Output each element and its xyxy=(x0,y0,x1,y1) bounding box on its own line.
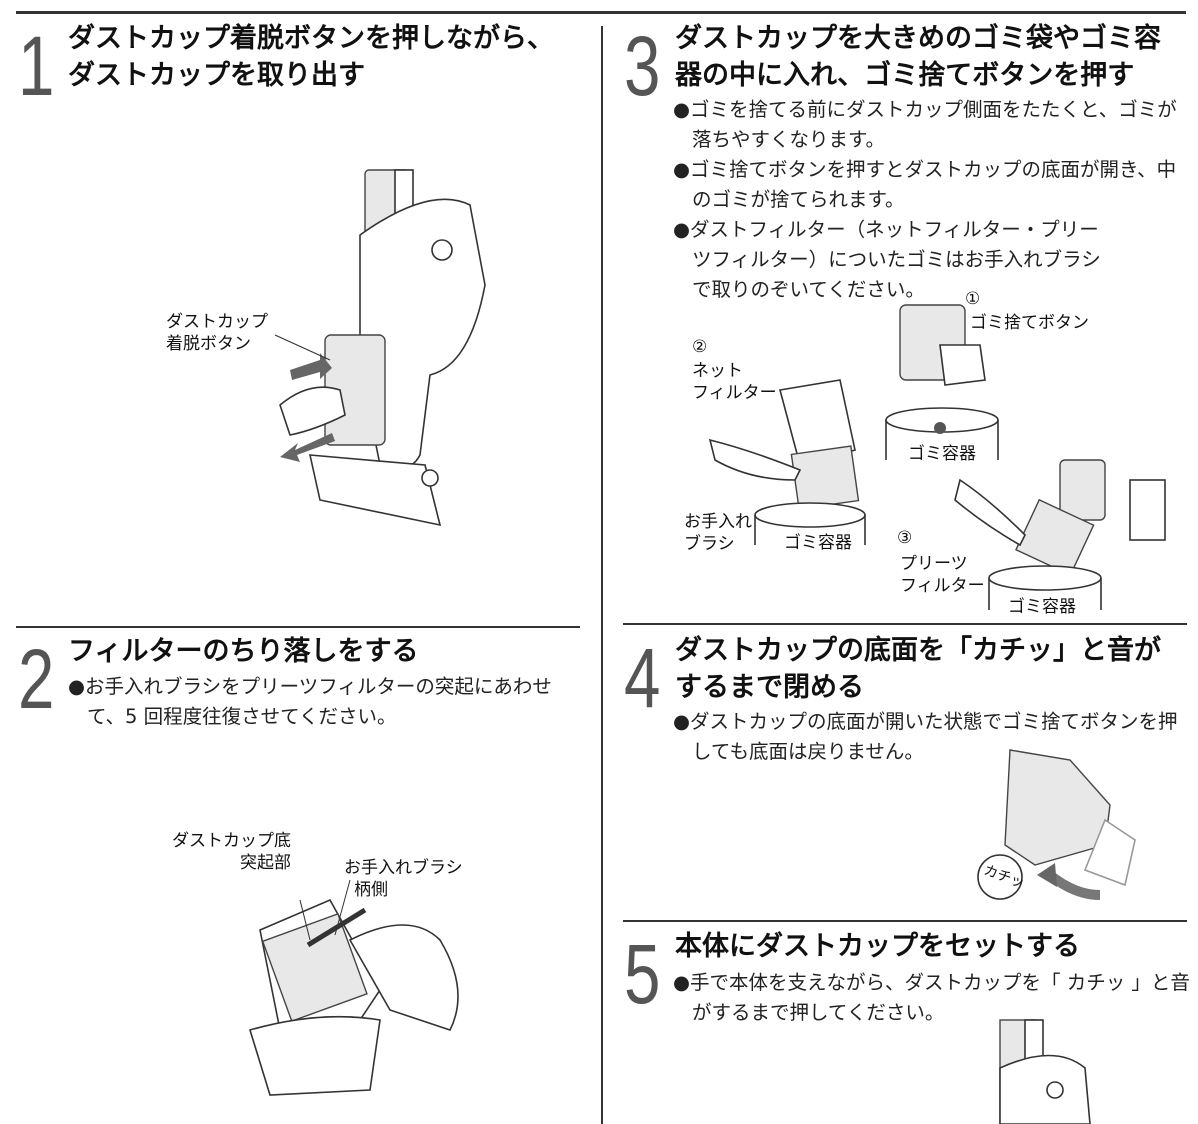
label-line: 柄側 xyxy=(354,880,388,900)
label-line: ネット xyxy=(692,361,743,381)
top-rule xyxy=(16,11,1186,14)
title-line: ダストカップを取り出す xyxy=(68,60,365,91)
step2-rule xyxy=(16,626,580,628)
title-line: 器の中に入れ、ゴミ捨てボタンを押す xyxy=(675,60,1135,91)
step5-rule xyxy=(623,920,1187,922)
container-label: ゴミ容器 xyxy=(784,533,852,553)
set-dustcup-illustration xyxy=(999,1019,1091,1124)
title-line: するまで閉める xyxy=(675,672,864,703)
bullet: ●ゴミ捨てボタンを押すとダストカップの底面が開き、中のゴミが捨てられます。 xyxy=(673,158,1177,211)
label-line: お手入れ xyxy=(684,512,752,532)
label-line: 突起部 xyxy=(240,853,291,873)
step-number: 4 xyxy=(624,631,661,725)
container-label: ゴミ容器 xyxy=(1008,597,1076,617)
step-title: ダストカップ着脱ボタンを押しながら、 ダストカップを取り出す xyxy=(68,20,554,94)
label-line: 着脱ボタン xyxy=(166,334,251,354)
protrusion-label: ダストカップ底 突起部 xyxy=(172,830,291,874)
pleats-filter-label: プリーツ フィルター xyxy=(900,553,985,597)
dump-button-label: ゴミ捨てボタン xyxy=(970,313,1089,333)
circled-3: ③ xyxy=(897,528,913,548)
net-filter-label: ネット フィルター xyxy=(692,360,777,404)
label-line: ダストカップ底 xyxy=(172,831,291,851)
title-line: ダストカップを大きめのゴミ袋やゴミ容 xyxy=(675,23,1161,54)
filter-brushing-illustration xyxy=(248,879,459,1096)
label-line: ブラシ xyxy=(684,534,735,554)
label-line: お手入れブラシ xyxy=(344,858,463,878)
step-bullets: ●手で本体を支えながら、ダストカップを「 カチッ 」と音がするまで押してください… xyxy=(673,968,1191,1028)
step-number: 3 xyxy=(624,19,661,113)
bullet: ●お手入れブラシをプリーツフィルターの突起にあわせて、5 回程度往復させてくださ… xyxy=(68,675,552,728)
step-bullets: ●ゴミを捨てる前にダストカップ側面をたたくと、ゴミが落ちやすくなります。 ●ゴミ… xyxy=(673,95,1191,305)
step4-rule xyxy=(623,623,1187,625)
label-line: フィルター xyxy=(900,576,985,596)
bullet: ●ゴミを捨てる前にダストカップ側面をたたくと、ゴミが落ちやすくなります。 xyxy=(673,98,1177,151)
dustcup-release-button-label: ダストカップ 着脱ボタン xyxy=(166,311,268,355)
container-label: ゴミ容器 xyxy=(908,444,976,464)
step-title: ダストカップを大きめのゴミ袋やゴミ容 器の中に入れ、ゴミ捨てボタンを押す xyxy=(675,20,1161,94)
column-divider xyxy=(601,26,603,1124)
step-title: フィルターのちり落しをする xyxy=(68,636,419,667)
close-dustcup-illustration xyxy=(977,749,1136,900)
step-number: 1 xyxy=(18,19,55,113)
bullet: ●ダストフィルター（ネットフィルター・プリーツフィルター）についたゴミはお手入れ… xyxy=(673,218,1101,301)
step-number: 2 xyxy=(18,632,55,726)
bullet: ●手で本体を支えながら、ダストカップを「 カチッ 」と音がするまで押してください… xyxy=(673,971,1190,1024)
title-line: ダストカップの底面を「カチッ」と音が xyxy=(675,635,1161,666)
label-line: プリーツ xyxy=(900,554,968,574)
circled-2: ② xyxy=(692,337,708,357)
step-title: ダストカップの底面を「カチッ」と音が するまで閉める xyxy=(675,632,1161,706)
circled-1: ① xyxy=(965,289,981,309)
step-number: 5 xyxy=(624,927,661,1021)
step-bullets: ●お手入れブラシをプリーツフィルターの突起にあわせて、5 回程度往復させてくださ… xyxy=(68,672,588,732)
brush-label: お手入れ ブラシ xyxy=(684,511,752,555)
vacuum-remove-dustcup-illustration xyxy=(274,169,486,527)
step-bullets: ●ダストカップの底面が開いた状態でゴミ捨てボタンを押しても底面は戻りません。 xyxy=(673,707,1191,767)
label-line: ダストカップ xyxy=(166,312,268,332)
bullet: ●ダストカップの底面が開いた状態でゴミ捨てボタンを押しても底面は戻りません。 xyxy=(673,710,1178,763)
dust-disposal-illustration xyxy=(708,304,1166,610)
title-line: ダストカップ着脱ボタンを押しながら、 xyxy=(68,23,554,54)
step-title: 本体にダストカップをセットする xyxy=(675,931,1080,962)
label-line: フィルター xyxy=(692,383,777,403)
brush-handle-label: お手入れブラシ 柄側 xyxy=(344,857,463,901)
